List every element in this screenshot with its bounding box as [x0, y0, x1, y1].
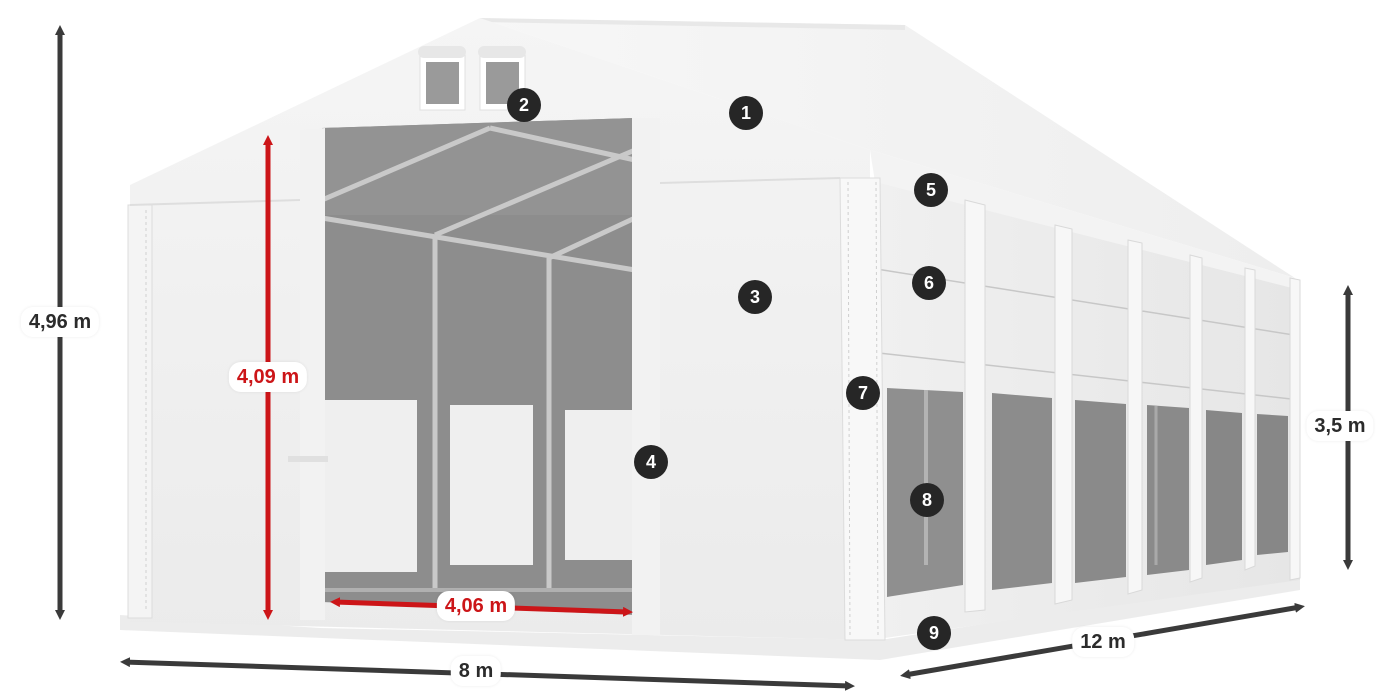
callout-2-gable-vent: 2	[507, 88, 541, 122]
callout-8-side-window: 8	[910, 483, 944, 517]
length-label: 12 m	[1072, 627, 1134, 657]
side-height-label: 3,5 m	[1306, 411, 1374, 441]
tent-roof-side	[480, 18, 1295, 278]
callout-5-eave: 5	[914, 173, 948, 207]
tent-door-opening	[288, 118, 660, 635]
tent-side-wall	[869, 150, 1301, 640]
total-height-label: 4,96 m	[20, 307, 100, 337]
width-label: 8 m	[450, 656, 502, 686]
door-height-label: 4,09 m	[228, 362, 308, 392]
gable-vents	[418, 46, 526, 111]
door-width-label: 4,06 m	[436, 591, 516, 621]
callout-7-corner-pole-cover: 7	[846, 376, 880, 410]
callout-9-ground-skirt: 9	[917, 616, 951, 650]
callout-4-door-fastener: 4	[634, 445, 668, 479]
callout-3-front-wall: 3	[738, 280, 772, 314]
callout-6-side-panel-seam: 6	[912, 266, 946, 300]
callout-1-roof: 1	[729, 96, 763, 130]
